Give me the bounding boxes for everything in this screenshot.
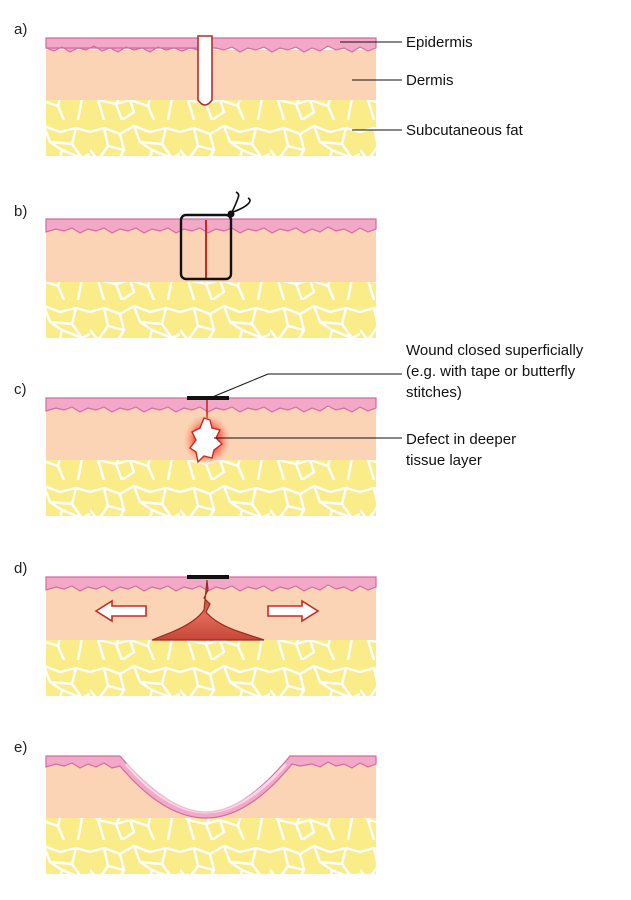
panel-a: a) Epidermis Dermis Subcutaneous fat [14,21,524,156]
epidermis-layer [45,218,377,234]
dermis-label: Dermis [406,72,454,89]
panel-c: c) Wound closed superficially (e.g. with… [14,342,584,516]
surface-tape [187,396,229,400]
subcutaneous-fat-label: Subcutaneous fat [406,122,524,139]
panel-e: e) [14,739,377,874]
defect-label-line1: Defect in deeper [406,431,516,448]
panel-label-b: b) [14,203,27,220]
defect-label-line2: tissue layer [406,452,482,469]
fat-layer [46,818,376,874]
panel-label-d: d) [14,560,27,577]
panel-b: b) [14,191,377,338]
wound-closed-label-line2: (e.g. with tape or butterfly [406,363,576,380]
epidermis-layer [45,397,377,413]
panel-d: d) [14,560,377,696]
contraction-arrow-left-icon [94,599,147,623]
panel-label-c: c) [14,381,27,398]
wound-closed-label-line3: stitches) [406,384,462,401]
fat-layer [46,282,376,338]
fat-layer [46,460,376,516]
suture-loop [179,213,233,281]
surface-tape [187,575,229,579]
dermis-layer [46,760,376,818]
fat-layer [46,640,376,696]
suture-tail [230,191,251,215]
wound-closed-label-line1: Wound closed superficially [406,342,584,359]
panel-label-e: e) [14,739,27,756]
scar-highlight [124,763,288,814]
panel-label-a: a) [14,21,27,38]
scar-tissue-mass [151,579,265,641]
wound-closed-leader [209,373,402,399]
contraction-arrow-right-icon [267,599,320,623]
epidermis-layer [45,576,377,592]
deep-tissue-defect [188,417,224,464]
incision-wound [197,35,213,106]
epidermis-label: Epidermis [406,34,473,51]
dermis-layer [46,228,376,282]
fat-layer [46,100,376,156]
